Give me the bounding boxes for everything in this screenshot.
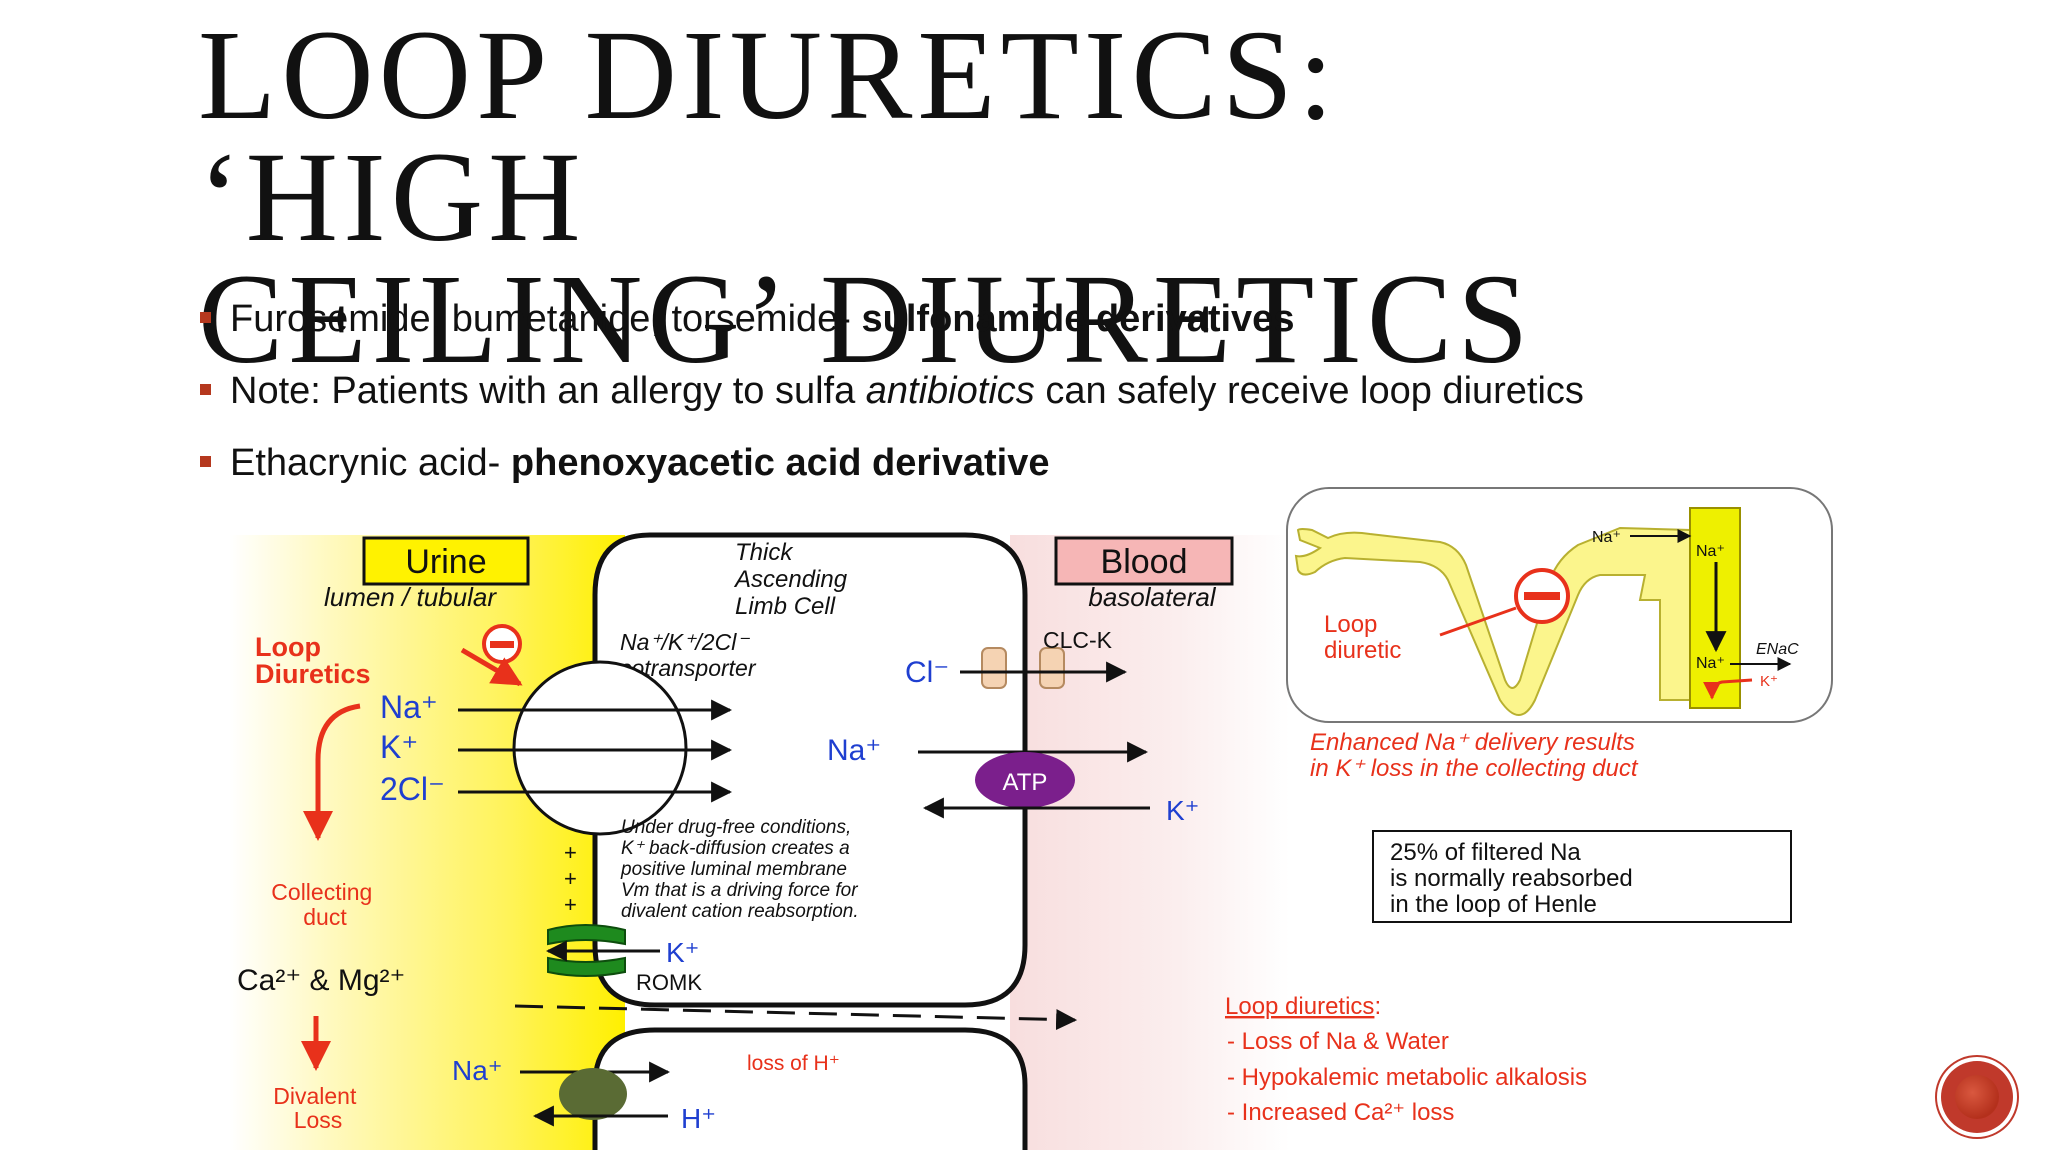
romk-label: ROMK bbox=[636, 970, 702, 995]
inhibit-arrow bbox=[460, 647, 523, 687]
positive-charge: + bbox=[564, 840, 577, 865]
thick-ascending-limb-cell bbox=[592, 532, 1028, 1008]
loss-h-label: loss of H⁺ bbox=[747, 1052, 840, 1075]
inset-na-label: Na⁺ bbox=[1696, 655, 1725, 672]
bullet-list: Furosemide, bumetanide, torsemide- sulfo… bbox=[200, 283, 1584, 499]
bullet-square-icon bbox=[200, 312, 211, 323]
urine-label-box bbox=[362, 536, 530, 586]
slide-marker-icon bbox=[1941, 1061, 2013, 1133]
inset-loop-label: Loop diuretic bbox=[1324, 611, 1401, 664]
inset-na-label: Na⁺ bbox=[1592, 529, 1621, 546]
ion-na-label: Na⁺ bbox=[380, 689, 438, 725]
blood-sublabel: basolateral bbox=[1088, 582, 1216, 612]
urine-background bbox=[230, 535, 625, 1150]
bullet-square-icon bbox=[200, 456, 211, 467]
positive-charge: + bbox=[564, 892, 577, 917]
slide-marker-inner bbox=[1955, 1075, 1999, 1119]
bullet-item: Ethacrynic acid- phenoxyacetic acid deri… bbox=[200, 427, 1584, 499]
lower-cell bbox=[592, 1027, 1028, 1150]
ion-2cl-label: 2Cl⁻ bbox=[380, 771, 445, 807]
loop-diuretics-label: Loop Diuretics bbox=[255, 632, 371, 689]
clc-k-label: CLC-K bbox=[1043, 627, 1113, 653]
k-loss-arrow bbox=[1703, 678, 1753, 700]
blood-background bbox=[1010, 535, 1290, 1150]
paracellular-arrow bbox=[514, 1004, 1078, 1031]
cl-ion-label: Cl⁻ bbox=[905, 656, 949, 689]
urine-sublabel: lumen / tubular bbox=[324, 582, 497, 612]
divalent-loss-label: Divalent Loss bbox=[273, 1083, 363, 1133]
effect-item: - Loss of Na & Water bbox=[1227, 1028, 1449, 1055]
bullet-item: Furosemide, bumetanide, torsemide- sulfo… bbox=[200, 283, 1584, 355]
effect-item: - Increased Ca²⁺ loss bbox=[1227, 1099, 1454, 1126]
k-right-label: K⁺ bbox=[1166, 795, 1199, 826]
cotransporter-symbol bbox=[512, 660, 688, 836]
h-bottom-label: H⁺ bbox=[681, 1103, 716, 1134]
collecting-flow-arrow bbox=[303, 703, 361, 841]
urine-label: Urine bbox=[405, 543, 486, 581]
clc-k-channel bbox=[1039, 647, 1065, 689]
enac-label: ENaC bbox=[1756, 641, 1799, 658]
romk-k-label: K⁺ bbox=[666, 937, 699, 968]
nephron-loop bbox=[1294, 526, 1691, 716]
blood-label: Blood bbox=[1101, 543, 1188, 581]
inset-na-label: Na⁺ bbox=[1696, 543, 1725, 560]
blood-label-box bbox=[1054, 536, 1234, 586]
effect-item: - Hypokalemic metabolic alkalosis bbox=[1227, 1064, 1587, 1091]
inset-inhibitor-bar bbox=[1524, 592, 1560, 600]
bullet-item: Note: Patients with an allergy to sulfa … bbox=[200, 355, 1584, 427]
enhanced-caption: Enhanced Na⁺ delivery results in K⁺ loss… bbox=[1310, 729, 1642, 782]
cell-label: Thick Ascending Limb Cell bbox=[733, 539, 854, 620]
atp-pump bbox=[975, 752, 1075, 808]
ion-k-label: K⁺ bbox=[380, 729, 418, 765]
romk-channel bbox=[547, 956, 626, 977]
na-bottom-label: Na⁺ bbox=[452, 1055, 503, 1086]
inset-inhibit-line bbox=[1439, 606, 1517, 637]
na-right-label: Na⁺ bbox=[827, 734, 881, 767]
inset-k-label: K⁺ bbox=[1760, 673, 1778, 690]
drug-free-note: Under drug-free conditions, K⁺ back-diff… bbox=[620, 817, 863, 922]
collecting-duct-label: Collecting duct bbox=[271, 879, 378, 930]
inhibitor-bar bbox=[490, 641, 514, 648]
reabsorption-box bbox=[1372, 830, 1792, 923]
bullet-square-icon bbox=[200, 384, 211, 395]
ca-mg-label: Ca²⁺ & Mg²⁺ bbox=[237, 964, 405, 997]
exchanger bbox=[559, 1068, 627, 1120]
positive-charge: + bbox=[564, 866, 577, 891]
effects-title: Loop diuretics: bbox=[1225, 993, 1381, 1020]
atp-label: ATP bbox=[1003, 769, 1048, 796]
clc-k-channel bbox=[981, 647, 1007, 689]
reabsorption-text: 25% of filtered Na is normally reabsorbe… bbox=[1390, 839, 1639, 918]
